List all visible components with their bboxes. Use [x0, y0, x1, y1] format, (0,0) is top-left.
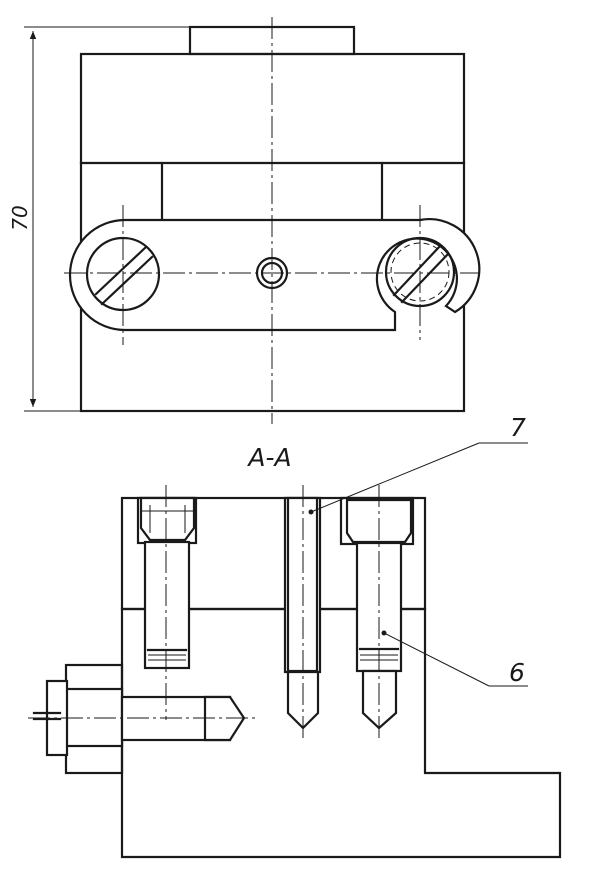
left-cap-screw: [139, 496, 196, 670]
top-view: 70: [8, 17, 481, 424]
clamp-plate: [68, 218, 481, 332]
callout-7: 7: [308, 413, 528, 515]
section-view: 7 6: [28, 413, 562, 859]
callout-6: 6: [381, 630, 528, 687]
callout-number-7: 7: [510, 413, 526, 442]
side-nut: [64, 663, 124, 775]
screw-item-6: [339, 496, 415, 730]
callout-number-6: 6: [509, 658, 525, 687]
section-label: A-A: [246, 443, 291, 472]
dimension-value: 70: [8, 205, 32, 230]
top-plate: [120, 496, 427, 611]
height-dimension: 70: [8, 26, 190, 412]
